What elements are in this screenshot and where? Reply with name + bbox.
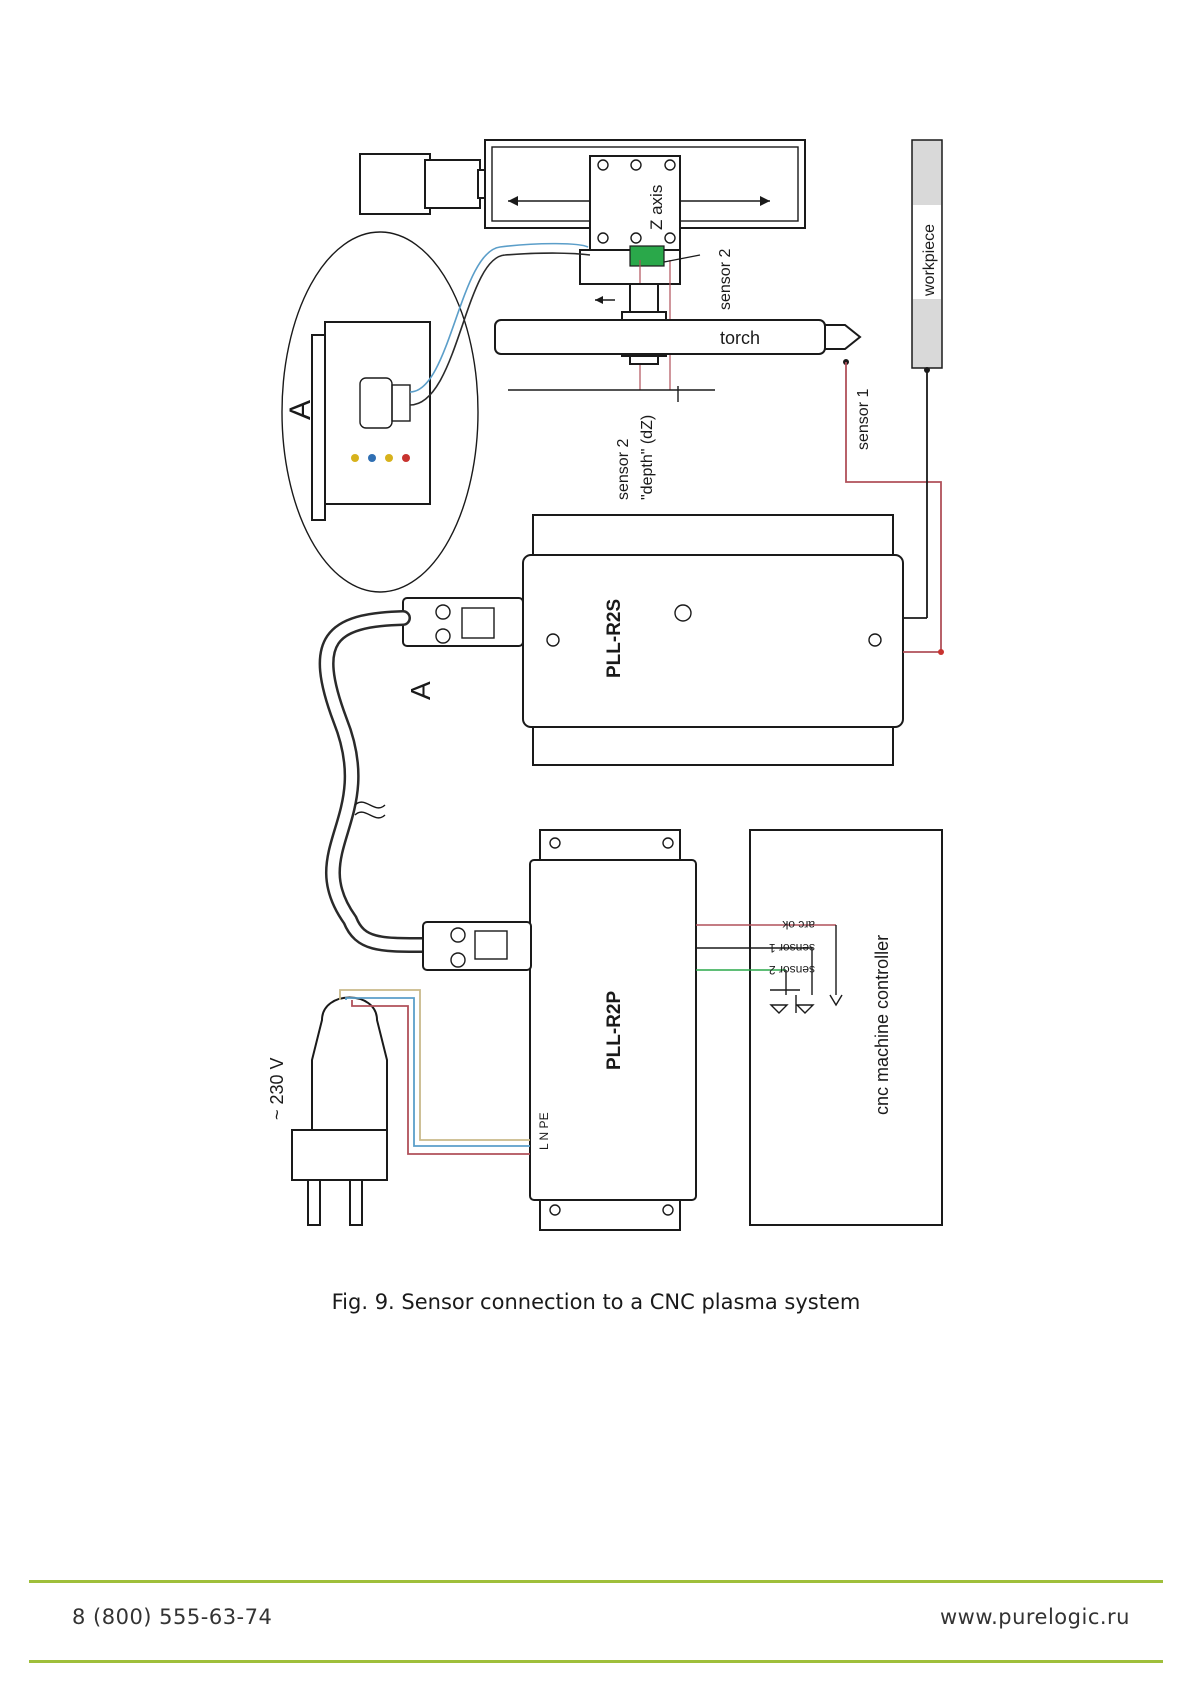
sensor-2-depth-line1: sensor 2 [615, 439, 632, 500]
z-axis-label: Z axis [647, 185, 666, 230]
footer-rule-top [29, 1580, 1163, 1583]
view-a-label: A [405, 681, 436, 700]
sensor-2-depth-line2: "depth" (dZ) [639, 415, 656, 500]
workpiece-label: workpiece [921, 224, 938, 297]
voltage-label: ~ 230 V [267, 1057, 287, 1120]
pll-r2p-label: PLL-R2P [604, 991, 625, 1071]
controller-label: cnc machine controller [872, 935, 892, 1115]
torch-label: torch [720, 328, 760, 348]
pll-r2s-label: PLL-R2S [604, 599, 625, 678]
lnpe-label: L N PE [537, 1112, 551, 1150]
pin-arc-ok: arc ok [781, 918, 815, 932]
detail-a-label: A [284, 400, 317, 420]
cnc-controller: cnc machine controller arc ok sensor 1 s… [696, 830, 942, 1225]
footer-website[interactable]: www.purelogic.ru [940, 1605, 1130, 1629]
interconnect-cable [327, 618, 423, 945]
sensor-1-label: sensor 1 [855, 389, 872, 450]
pin-sensor-2: sensor 2 [769, 963, 815, 977]
workpiece: workpiece [912, 140, 942, 618]
pll-r2p-module: PLL-R2P L N PE [423, 830, 696, 1230]
footer-rule-bottom [29, 1660, 1163, 1663]
figure-caption: Fig. 9. Sensor connection to a CNC plasm… [0, 1290, 1192, 1314]
sensor-2-label: sensor 2 [717, 249, 734, 310]
pin-sensor-1: sensor 1 [769, 941, 815, 955]
footer-phone: 8 (800) 555-63-74 [72, 1605, 272, 1629]
mains-plug: ~ 230 V [267, 990, 530, 1225]
pll-r2s-module: PLL-R2S A [403, 515, 944, 765]
